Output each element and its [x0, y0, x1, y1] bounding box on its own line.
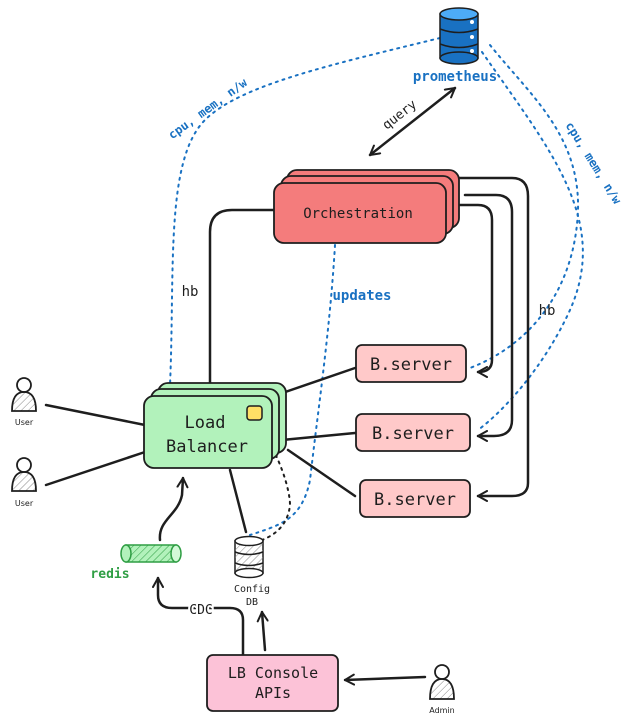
redis-label: redis: [90, 567, 129, 582]
config-db-label-1: Config: [234, 584, 270, 595]
load-balancer-label-2: Balancer: [166, 437, 248, 457]
hb-line-left: [208, 208, 277, 390]
console-to-configdb: [256, 610, 269, 652]
user-icon: [11, 457, 37, 492]
admin-actor: Admin: [429, 664, 455, 715]
user-2-label: User: [15, 499, 34, 508]
user-1-label: User: [15, 418, 34, 427]
lb-to-bserver2: [280, 431, 357, 442]
lb-console-label-1: LB Console: [228, 664, 318, 682]
user1-to-lb: [44, 403, 147, 427]
orchestration-label: Orchestration: [303, 206, 413, 222]
redis-node[interactable]: redis: [90, 544, 182, 582]
admin-to-console: [343, 673, 427, 686]
user-actor-1: User: [11, 377, 37, 427]
orchestration-node[interactable]: Orchestration: [273, 169, 460, 244]
orch-to-bserver1: [458, 203, 494, 378]
query-label: query: [380, 97, 420, 133]
bserver-2-label: B.server: [372, 424, 454, 444]
config-db-node[interactable]: Config DB: [234, 535, 270, 609]
lb-to-bserver3: [286, 448, 357, 498]
lb-console-node[interactable]: LB Console APIs: [206, 654, 339, 712]
hb-line-right: [456, 176, 530, 502]
admin-label: Admin: [429, 706, 455, 715]
cache-square-icon: [246, 405, 263, 421]
cdc-arrow: [152, 576, 245, 657]
bserver-1-label: B.server: [370, 355, 452, 375]
hb-label-left: hb: [182, 284, 199, 300]
bserver-3-label: B.server: [374, 490, 456, 510]
redis-to-lb: [158, 476, 189, 542]
admin-icon: [429, 664, 455, 700]
load-balancer-label-1: Load: [185, 413, 226, 433]
metrics-label-right: cpu, mem, n/w: [563, 119, 625, 207]
metrics-label-left: cpu, mem, n/w: [166, 75, 251, 142]
metrics-line-to-lb: [169, 37, 441, 386]
lb-to-configdb: [228, 468, 248, 534]
updates-line: [249, 244, 336, 536]
orch-to-bserver2: [463, 193, 514, 442]
updates-label: updates: [332, 288, 391, 304]
database-icon: [234, 535, 264, 579]
prometheus-node[interactable]: prometheus: [413, 7, 497, 85]
metrics-line-to-bserver2: [477, 51, 584, 431]
user-icon: [11, 377, 37, 412]
load-balancer-node[interactable]: Load Balancer: [143, 382, 287, 469]
user2-to-lb: [44, 450, 147, 487]
config-db-label-2: DB: [246, 597, 258, 608]
bserver-2[interactable]: B.server: [355, 413, 471, 452]
hb-label-right: hb: [539, 303, 556, 319]
user-actor-2: User: [11, 457, 37, 508]
database-icon: [439, 7, 479, 65]
query-arrow: [368, 86, 457, 157]
bserver-3[interactable]: B.server: [359, 479, 471, 518]
lb-console-label-2: APIs: [255, 684, 291, 702]
redis-cylinder-icon: [120, 544, 182, 563]
cdc-label: CDC: [189, 603, 212, 618]
metrics-line-to-bserver1: [469, 44, 580, 369]
prometheus-label: prometheus: [413, 69, 497, 85]
bserver-1[interactable]: B.server: [355, 344, 467, 383]
